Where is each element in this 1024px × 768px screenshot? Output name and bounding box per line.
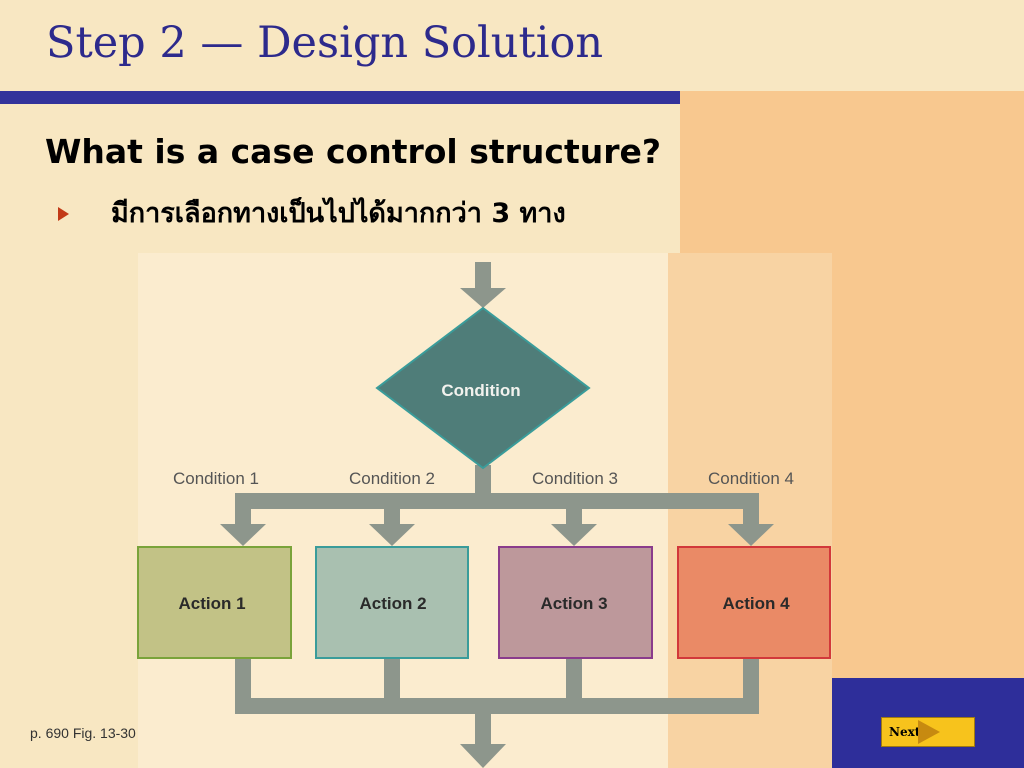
branch-drop-2 xyxy=(384,493,400,526)
top-bus xyxy=(235,493,759,509)
branch-arrow-3 xyxy=(551,524,597,546)
action-box-1 xyxy=(137,546,292,659)
action-box-3 xyxy=(498,546,653,659)
entry-line xyxy=(475,262,491,290)
branch-arrow-2 xyxy=(369,524,415,546)
entry-arrow xyxy=(460,288,506,308)
figure-caption: p. 690 Fig. 13-30 xyxy=(30,725,136,741)
slide-title: Step 2 — Design Solution xyxy=(46,18,604,68)
title-underline-bar xyxy=(0,91,680,104)
branch-drop-4 xyxy=(743,493,759,526)
decision-label: Condition xyxy=(441,381,520,400)
bullet-text: มีการเลือกทางเป็นไปได้มากกว่า 3 ทาง xyxy=(111,197,566,229)
branch-drop-3 xyxy=(566,493,582,526)
condition-label-4: Condition 4 xyxy=(708,469,794,488)
decision-diamond xyxy=(375,306,591,470)
bullet-item: มีการเลือกทางเป็นไปได้มากกว่า 3 ทาง xyxy=(58,192,566,232)
action-label-4: Action 4 xyxy=(722,594,790,613)
bullet-arrow-icon xyxy=(58,207,69,221)
branch-arrow-1 xyxy=(220,524,266,546)
next-button[interactable]: Next xyxy=(881,717,975,747)
action-label-2: Action 2 xyxy=(359,594,426,613)
action-label-1: Action 1 xyxy=(178,594,245,613)
connector-lines xyxy=(220,262,774,768)
next-button-label: Next xyxy=(889,725,921,739)
branch-arrow-4 xyxy=(728,524,774,546)
decision-stem xyxy=(475,465,491,501)
branch-drop-1 xyxy=(235,493,251,526)
action-label-3: Action 3 xyxy=(540,594,607,613)
slide-heading: What is a case control structure? xyxy=(45,132,662,171)
condition-label-2: Condition 2 xyxy=(349,469,435,488)
action-box-4 xyxy=(677,546,831,659)
bottom-bus xyxy=(235,698,759,714)
action-box-2 xyxy=(315,546,469,659)
exit-line xyxy=(475,698,491,746)
condition-label-3: Condition 3 xyxy=(532,469,618,488)
condition-label-1: Condition 1 xyxy=(173,469,259,488)
arrow-right-icon xyxy=(918,720,941,744)
exit-arrow xyxy=(460,744,506,768)
